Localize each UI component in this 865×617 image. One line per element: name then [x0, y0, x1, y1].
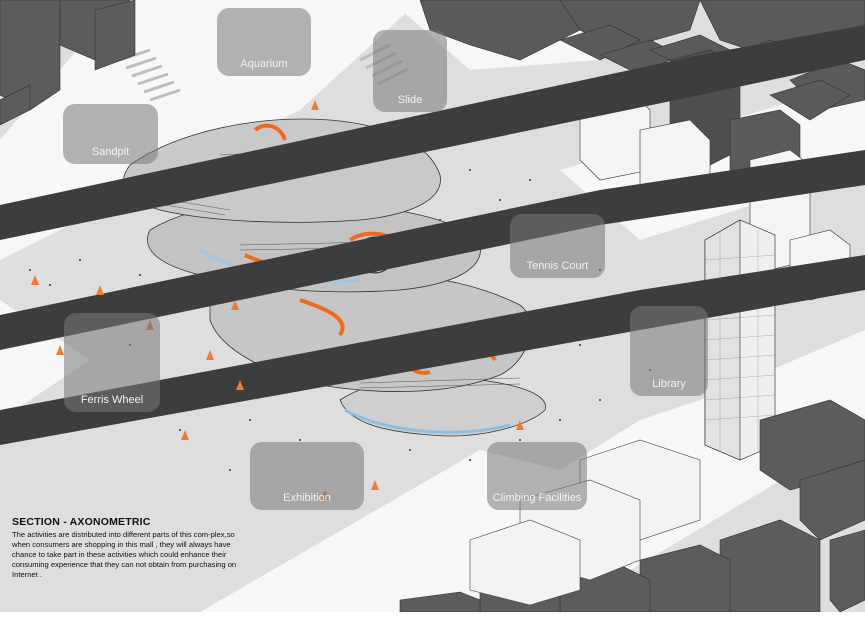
label-tennis-court: Tennis Court — [526, 260, 589, 272]
label-climbing-facilities: Climbing Facilities — [492, 492, 582, 504]
label-card-climbing: Climbing Facilities — [487, 442, 587, 510]
caption-text: The activities are distributed into diff… — [12, 530, 237, 579]
label-library: Library — [652, 378, 686, 390]
label-aquarium: Aquarium — [240, 58, 288, 70]
label-card-tennis-court: Tennis Court — [510, 214, 605, 278]
caption-block: SECTION - AXONOMETRIC The activities are… — [12, 516, 252, 580]
label-exhibition: Exhibition — [283, 492, 331, 504]
elevated-tubes — [0, 25, 865, 445]
tube-2 — [0, 150, 865, 350]
label-card-aquarium: Aquarium — [217, 8, 311, 76]
label-ferris-wheel: Ferris Wheel — [80, 394, 144, 406]
tube-3 — [0, 255, 865, 445]
label-card-slide: Slide — [373, 30, 447, 112]
label-card-exhibition: Exhibition — [250, 442, 364, 510]
label-slide: Slide — [397, 94, 423, 106]
label-card-library: Library — [630, 306, 708, 396]
label-card-sandpit: Sandpit — [63, 104, 158, 164]
label-card-ferris-wheel: Ferris Wheel — [64, 313, 160, 412]
caption-title: SECTION - AXONOMETRIC — [12, 516, 151, 528]
label-sandpit: Sandpit — [91, 146, 130, 158]
buildings-top-left — [0, 0, 136, 126]
tube-1 — [0, 25, 865, 240]
